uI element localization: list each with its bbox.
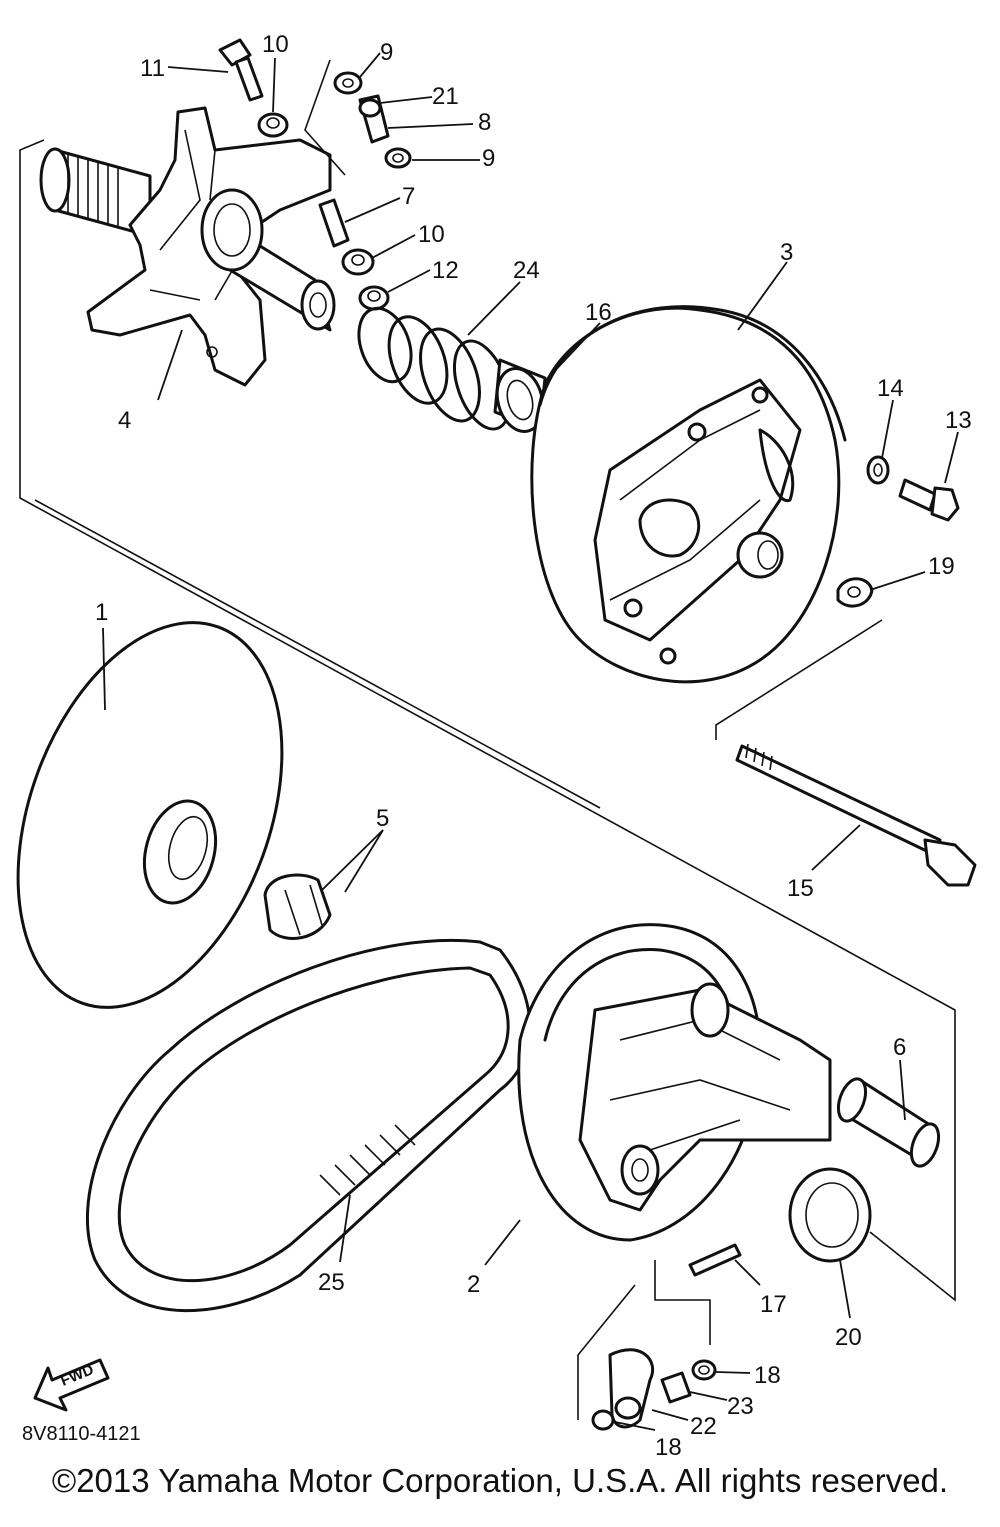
- callout-13: 13: [945, 407, 972, 434]
- callout-10-lower: 10: [418, 221, 445, 248]
- exploded-parts-diagram: FWD 11 10 9 21: [16, 31, 977, 1461]
- copyright-notice: ©2013 Yamaha Motor Corporation, U.S.A. A…: [51, 1462, 949, 1499]
- callout-20: 20: [835, 1324, 862, 1351]
- callout-1: 1: [95, 599, 108, 626]
- cover-hardware: [836, 455, 960, 608]
- sleeve-and-ring: [788, 1077, 941, 1263]
- callout-numbers: 11 10 9 21 8 9 7 10 12 24 16 3 4 14 13 1…: [22, 31, 972, 1461]
- callout-3: 3: [780, 239, 793, 266]
- assembly-bracket: [19, 139, 956, 1302]
- part-code: 8V8110-4121: [22, 1423, 141, 1445]
- collar: [263, 873, 332, 940]
- leader-lines: [102, 52, 959, 1431]
- spring: [357, 306, 511, 431]
- fwd-arrow-icon: FWD: [33, 1358, 110, 1412]
- primary-shaft-spider: [39, 106, 336, 387]
- callout-11: 11: [140, 55, 165, 82]
- callout-2: 2: [467, 1271, 480, 1298]
- long-bolt: [735, 743, 977, 887]
- callout-22: 22: [690, 1413, 717, 1440]
- callout-25: 25: [318, 1269, 345, 1296]
- callout-6: 6: [893, 1034, 906, 1061]
- primary-sliding-sheave: [530, 305, 847, 684]
- callout-9-lower: 9: [482, 145, 495, 172]
- callout-19: 19: [928, 553, 955, 580]
- callout-24: 24: [513, 257, 540, 284]
- drive-belt: [85, 938, 532, 1313]
- callout-16: 16: [585, 299, 612, 326]
- fixed-sheave-disc: [16, 621, 284, 1009]
- callout-7: 7: [402, 183, 415, 210]
- callout-18-right: 18: [754, 1362, 781, 1389]
- callout-14: 14: [877, 375, 904, 402]
- callout-18-left: 18: [655, 1434, 682, 1461]
- bushing: [493, 358, 547, 433]
- callout-15: 15: [787, 875, 814, 902]
- callout-12: 12: [432, 257, 459, 284]
- sliding-sheave-cam: [517, 923, 832, 1242]
- hardware-top: [218, 38, 412, 311]
- callout-17: 17: [760, 1291, 787, 1318]
- callout-23: 23: [727, 1393, 754, 1420]
- callout-4: 4: [118, 407, 131, 434]
- callout-8: 8: [478, 109, 491, 136]
- callout-5: 5: [376, 805, 389, 832]
- callout-9-top: 9: [380, 39, 393, 66]
- callout-10-top: 10: [262, 31, 289, 58]
- cam-hardware: [577, 1243, 742, 1431]
- callout-21: 21: [432, 83, 459, 110]
